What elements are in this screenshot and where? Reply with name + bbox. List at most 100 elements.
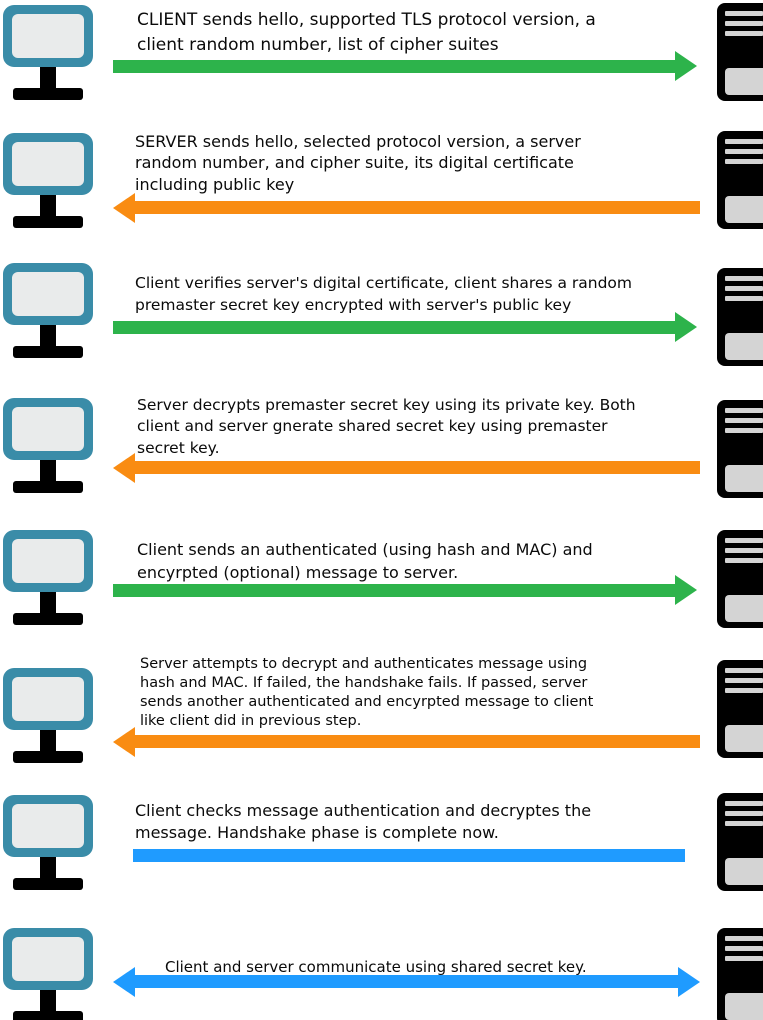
monitor-stand [40,592,56,613]
monitor-stand [40,729,56,751]
right-arrow-icon [113,51,697,81]
server-tower-icon [717,130,763,229]
server-panel [725,68,763,95]
server-stripe [725,21,763,26]
right-arrow-icon [113,575,697,605]
arrow-shaft [113,583,675,597]
handshake-step-1: CLIENT sends hello, supported TLS protoc… [0,0,763,128]
monitor-screen [12,936,84,981]
server-stripe [725,427,763,433]
step-description: SERVER sends hello, selected protocol ve… [135,131,581,194]
monitor-stand [40,989,56,1011]
server-stripe [725,417,763,423]
step-description: Client sends an authenticated (using has… [137,540,593,582]
left-arrow-icon [113,726,700,757]
arrow-head [113,452,135,483]
arrow-shaft [135,461,700,474]
monitor-frame [3,397,93,460]
monitor-frame [3,530,93,592]
arrow-shaft [135,735,700,748]
double-headed-arrow-icon [113,966,700,997]
server-stripe [725,548,763,553]
server-stripe [725,138,763,144]
monitor-stand [40,67,56,88]
client-computer-icon [3,397,93,493]
handshake-step-6: Server attempts to decrypt and authentic… [0,638,763,766]
arrow-head [113,726,135,757]
server-panel [725,595,763,622]
left-arrow-icon [113,452,700,483]
server-tower-icon [717,268,763,366]
server-stripe [725,11,763,16]
right-arrow-icon [113,312,697,342]
server-stripe [725,935,763,941]
monitor-base [13,1010,83,1020]
server-panel [725,858,763,885]
monitor-stand [40,325,56,346]
monitor-frame [3,263,93,325]
monitor-base [13,88,83,100]
server-stripe [725,955,763,961]
handshake-step-3: Client verifies server's digital certifi… [0,255,763,383]
server-stripe [725,558,763,563]
arrow-shaft [113,59,675,73]
server-stripe [725,158,763,164]
client-computer-icon [3,667,93,763]
server-stripe [725,276,763,281]
server-stripe [725,821,763,826]
client-computer-icon [3,263,93,358]
monitor-stand [40,459,56,481]
server-panel [725,333,763,360]
server-stripe [725,945,763,951]
handshake-step-8: Client and server communicate using shar… [0,893,763,1020]
client-computer-icon [3,5,93,100]
server-stripe [725,148,763,154]
server-panel [725,724,763,752]
monitor-screen [12,141,84,186]
monitor-base [13,480,83,493]
monitor-frame [3,795,93,857]
server-tower-icon [717,659,763,758]
monitor-screen [12,14,84,58]
arrow-head [113,192,135,223]
step-description: Server attempts to decrypt and authentic… [140,655,594,729]
monitor-frame [3,5,93,67]
handshake-step-2: SERVER sends hello, selected protocol ve… [0,128,763,256]
monitor-base [13,613,83,625]
arrow-head [113,966,135,997]
arrow-head [678,966,700,997]
monitor-base [13,750,83,763]
step-description: Client checks message authentication and… [135,801,592,842]
client-computer-icon [3,530,93,625]
arrow-shaft [133,849,685,862]
server-stripe [725,677,763,683]
horizontal-bar-icon [133,849,685,862]
server-panel [725,992,763,1020]
monitor-screen [12,539,84,583]
server-stripe [725,286,763,291]
step-description: CLIENT sends hello, supported TLS protoc… [137,10,596,55]
server-panel [725,195,763,223]
server-stripe [725,31,763,36]
server-stripe [725,687,763,693]
server-stripe [725,538,763,543]
server-tower-icon [717,927,763,1020]
arrow-shaft [113,320,675,334]
monitor-base [13,215,83,228]
step-description: Client and server communicate using shar… [165,957,587,976]
handshake-step-5: Client sends an authenticated (using has… [0,510,763,638]
handshake-step-4: Server decrypts premaster secret key usi… [0,383,763,511]
arrow-head [675,51,697,81]
handshake-step-7: Client checks message authentication and… [0,765,763,893]
monitor-screen [12,804,84,848]
arrow-head [675,312,697,342]
monitor-screen [12,406,84,451]
monitor-frame [3,667,93,730]
arrow-head [675,575,697,605]
server-stripe [725,801,763,806]
monitor-base [13,878,83,890]
server-tower-icon [717,3,763,101]
monitor-stand [40,857,56,878]
monitor-stand [40,194,56,216]
server-stripe [725,667,763,673]
